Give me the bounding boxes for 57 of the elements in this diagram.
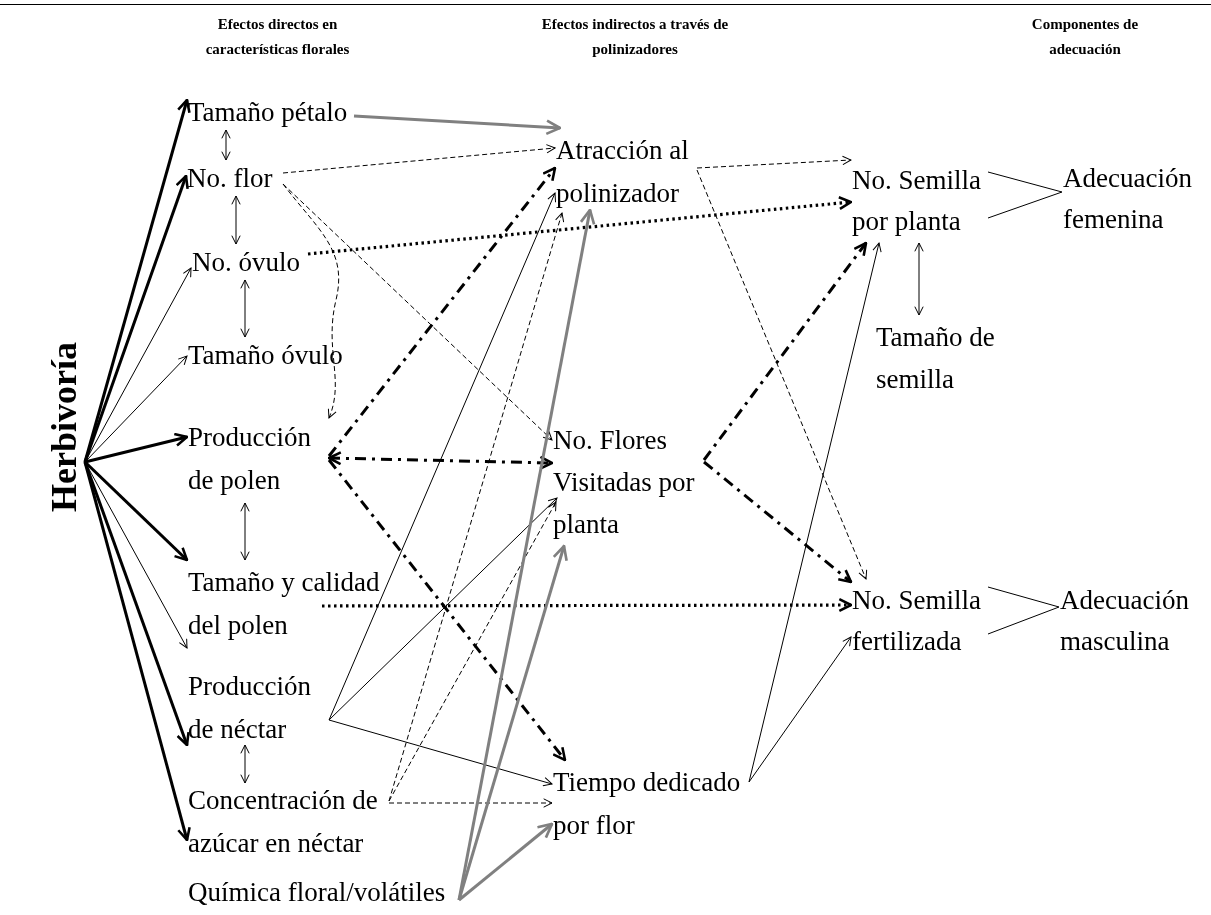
- variable-label: No. Semilla por planta: [852, 160, 987, 242]
- arrow: [748, 636, 852, 783]
- arrow: [703, 460, 853, 584]
- arrow: [457, 544, 568, 901]
- variable-label: Tamaño y calidad del polen: [188, 561, 388, 647]
- arrow: [83, 461, 191, 842]
- column-heading: Efectos indirectos a través de polinizadores: [540, 15, 730, 59]
- vertical-title: Herbivoría: [46, 342, 82, 512]
- arrow: [240, 744, 250, 784]
- arrow: [84, 355, 188, 463]
- variable-label: Tamaño de semilla: [876, 316, 1006, 400]
- variable-label: Química floral/volátiles: [188, 875, 458, 909]
- variable-label: No. flor: [187, 161, 282, 195]
- arrow: [388, 798, 553, 808]
- arrow: [221, 129, 231, 161]
- variable-label: Adecuación femenina: [1063, 158, 1203, 240]
- arrow: [696, 155, 852, 169]
- variable-label: Atracción al polinizador: [556, 129, 696, 215]
- connector-line: [987, 586, 1060, 635]
- arrow: [231, 195, 241, 245]
- variable-label: Concentración de azúcar en néctar: [188, 779, 388, 865]
- arrow: [327, 166, 557, 457]
- arrow: [748, 242, 882, 783]
- arrow: [84, 267, 192, 463]
- arrow: [83, 174, 189, 463]
- variable-label: Tamaño pétalo: [188, 95, 353, 129]
- arrow: [328, 497, 558, 721]
- arrow: [282, 144, 556, 174]
- variable-label: No. Flores Visitadas por planta: [553, 419, 703, 545]
- variable-label: No. Semilla fertilizada: [852, 580, 987, 662]
- variable-label: Producción de néctar: [188, 665, 328, 751]
- arrow: [458, 822, 554, 902]
- arrow: [327, 451, 554, 470]
- column-heading: Componentes de adecuación: [1030, 15, 1140, 59]
- arrow: [914, 242, 924, 316]
- arrow: [328, 192, 557, 721]
- arrow: [282, 183, 553, 441]
- arrow: [327, 459, 567, 762]
- arrow: [388, 212, 565, 802]
- arrow: [353, 114, 562, 136]
- arrow: [702, 241, 868, 461]
- arrow: [240, 279, 250, 338]
- arrow: [240, 502, 250, 561]
- column-heading: Efectos directos en características florales: [204, 15, 351, 59]
- variable-label: Tamaño óvulo: [188, 338, 348, 372]
- variable-label: Adecuación masculina: [1060, 580, 1200, 662]
- arrow: [322, 597, 853, 613]
- variable-label: Tiempo dedicado por flor: [553, 761, 748, 847]
- arrow: [328, 719, 553, 787]
- arrow: [696, 169, 868, 580]
- arrow: [388, 501, 557, 802]
- arrow: [307, 196, 853, 256]
- connector-line: [987, 171, 1063, 219]
- variable-label: Producción de polen: [188, 416, 328, 502]
- variable-label: No. óvulo: [192, 245, 307, 279]
- arrow: [282, 183, 340, 419]
- arrow: [84, 432, 189, 464]
